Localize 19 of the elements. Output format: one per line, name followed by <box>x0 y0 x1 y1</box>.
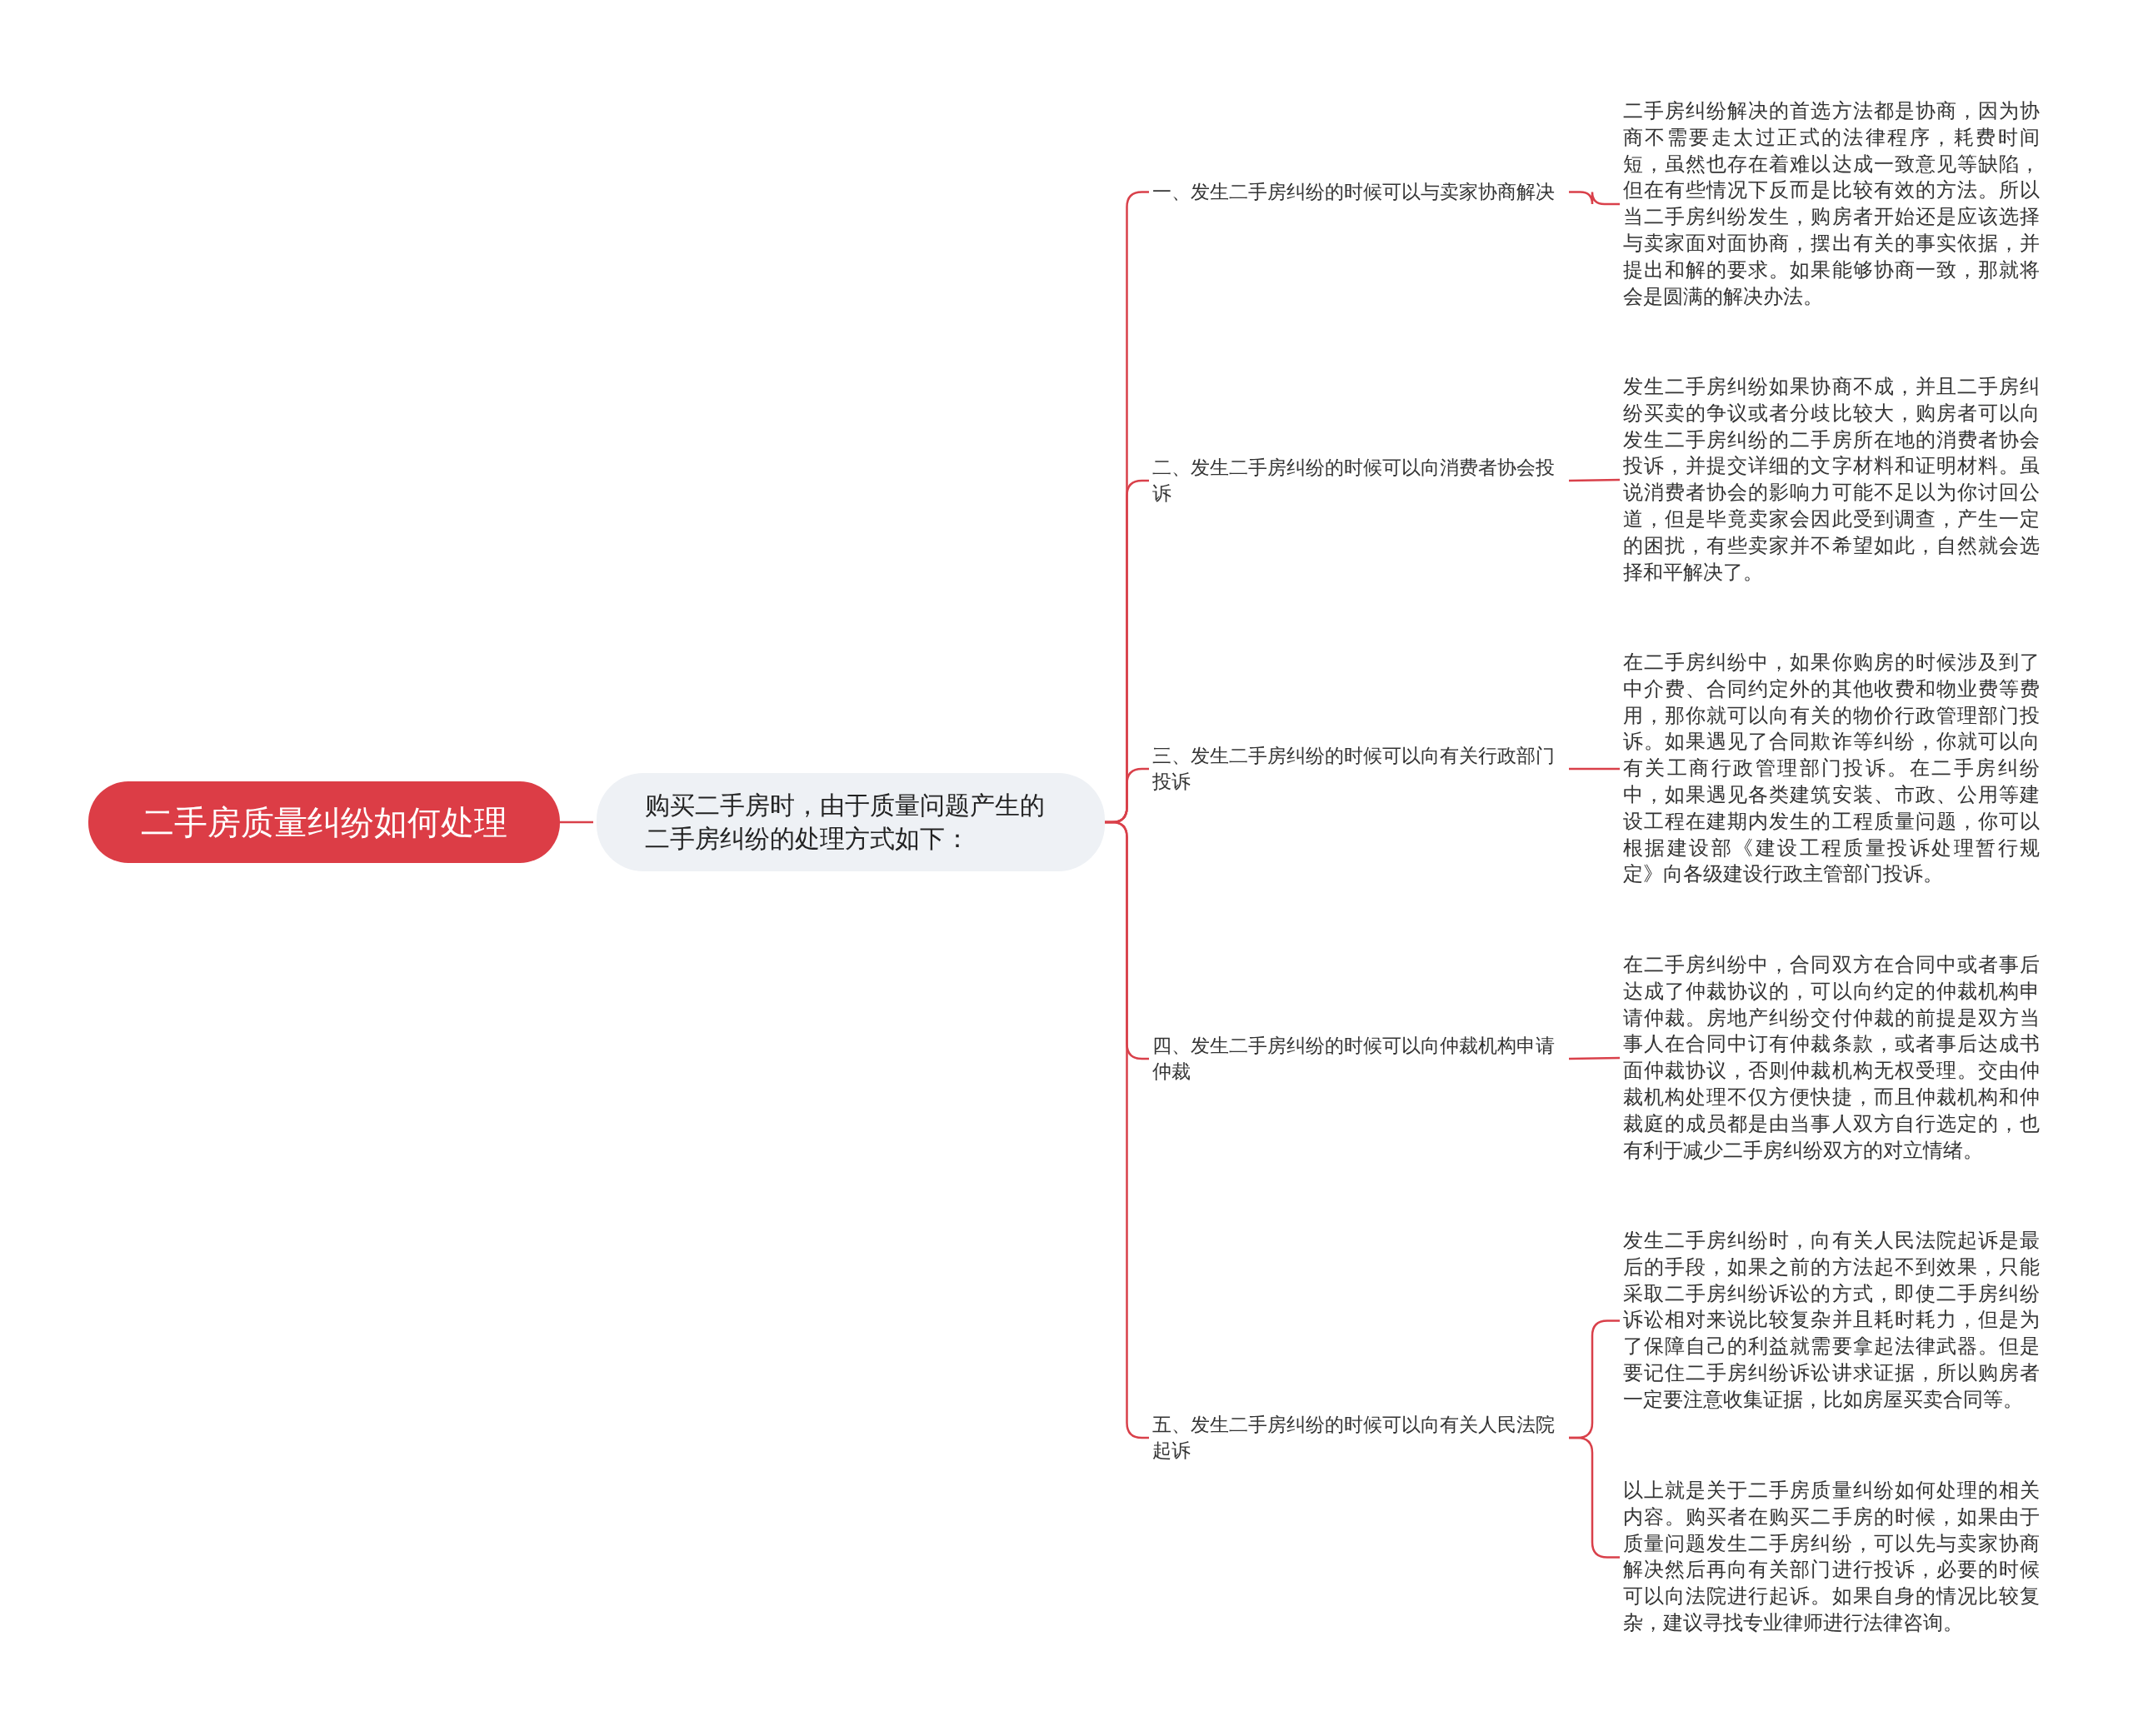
detail-text: 发生二手房纠纷如果协商不成，并且二手房纠纷买卖的争议或者分歧比较大，购房者可以向发生二手房纠纷的二手房所在地的消费者协会投诉，并提交详细的文字材料和证明材料。虽说消费者协会的影响力可能不足以为你讨回公道，但是毕竟卖家会因此受到调查，产生一定的困扰，有些卖家并不希望如此，自然就会选择和平解决了。 <box>1623 374 2040 586</box>
connector-line <box>560 821 593 824</box>
connector-line <box>1569 767 1620 771</box>
subtopic-bubble: 购买二手房时，由于质量问题产生的二手房纠纷的处理方式如下： <box>597 773 1105 871</box>
branch-topic-text: 五、发生二手房纠纷的时候可以向有关人民法院起诉 <box>1152 1412 1569 1464</box>
connector-line <box>1569 191 1620 206</box>
detail-text: 在二手房纠纷中，如果你购房的时候涉及到了中介费、合同约定外的其他收费和物业费等费用，那你就可以向有关的物价行政管理部门投诉。如果遇见了合同欺诈等纠纷，你就可以向有关工商行政管理部门投诉。在二手房纠纷中，如果遇见各类建筑安装、市政、公用等建设工程在建期内发生的工程质量问题，你可以根据建设部《建设工程质量投诉处理暂行规定》向各级建设行政主管部门投诉。 <box>1623 650 2040 889</box>
branch-topic-text: 二、发生二手房纠纷的时候可以向消费者协会投诉 <box>1152 455 1569 506</box>
branch-topic-text: 四、发生二手房纠纷的时候可以向仲裁机构申请仲裁 <box>1152 1033 1569 1085</box>
detail-text: 以上就是关于二手房质量纠纷如何处理的相关内容。购买者在购买二手房的时候，如果由于质量问题发生二手房纠纷，可以先与卖家协商解决然后再向有关部门进行投诉，必要的时候可以向法院进行起诉。如果自身的情况比较复杂，建议寻找专业律师进行法律咨询。 <box>1623 1478 2040 1637</box>
branch-topic-text: 三、发生二手房纠纷的时候可以向有关行政部门投诉 <box>1152 743 1569 795</box>
root-topic: 二手房质量纠纷如何处理 <box>88 781 560 863</box>
connector-line <box>1569 1436 1620 1559</box>
connector-line <box>1568 1056 1621 1060</box>
detail-text: 二手房纠纷解决的首选方法都是协商，因为协商不需要走太过正式的法律程序，耗费时间短，虽然也存在着难以达成一致意见等缺陷，但在有些情况下反而是比较有效的方法。所以当二手房纠纷发生，购房者开始还是应该选择与卖家面对面协商，摆出有关的事实依据，并提出和解的要求。如果能够协商一致，那就将会是圆满的解决办法。 <box>1623 98 2040 311</box>
branch-topic-text: 一、发生二手房纠纷的时候可以与卖家协商解决 <box>1152 179 1569 205</box>
detail-text: 在二手房纠纷中，合同双方在合同中或者事后达成了仲裁协议的，可以向约定的仲裁机构申请仲裁。房地产纠纷交付仲裁的前提是双方当事人在合同中订有仲裁条款，或者事后达成书面仲裁协议，否则仲裁机构无权受理。交由仲裁机构处理不仅方便快捷，而且仲裁机构和仲裁庭的成员都是由当事人双方自行选定的，也有利于减少二手房纠纷双方的对立情绪。 <box>1623 952 2040 1165</box>
detail-text: 发生二手房纠纷时，向有关人民法院起诉是最后的手段，如果之前的方法起不到效果，只能采取二手房纠纷诉讼的方式，即使二手房纠纷诉讼相对来说比较复杂并且耗时耗力，但是为了保障自己的利益就需要拿起法律武器。但是要记住二手房纠纷诉讼讲求证据，所以购房者一定要注意收集证据，比如房屋买卖合同等。 <box>1623 1228 2040 1414</box>
connector-line <box>1568 478 1621 482</box>
